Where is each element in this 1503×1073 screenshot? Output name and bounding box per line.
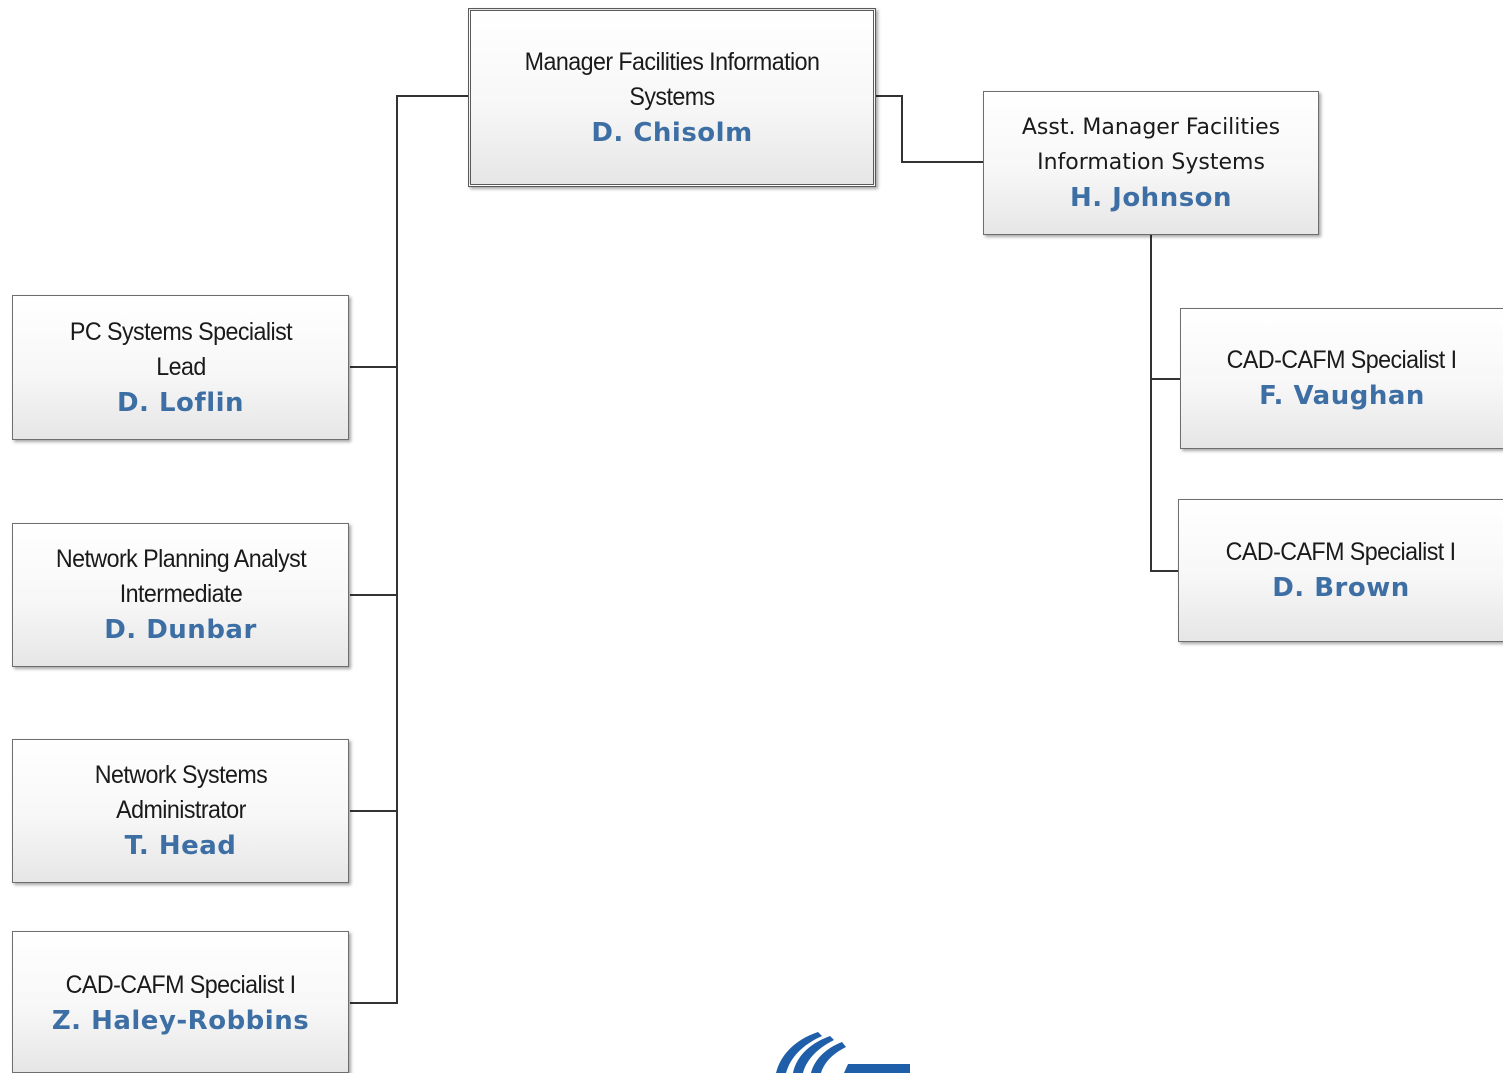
box-name: D. Loflin xyxy=(116,387,245,418)
box-name: H. Johnson xyxy=(1069,183,1233,213)
connector-manager-assistant xyxy=(876,95,983,163)
org-box-left-report-3[interactable]: Network Systems Administrator T. Head xyxy=(12,739,349,883)
org-box-manager[interactable]: Manager Facilities Information Systems D… xyxy=(468,8,876,187)
box-title: Asst. Manager Facilities Information Sys… xyxy=(1021,115,1281,175)
box-title: PC Systems Specialist Lead xyxy=(69,317,292,381)
org-box-left-report-2[interactable]: Network Planning Analyst Intermediate D.… xyxy=(12,523,349,667)
box-title: CAD-CAFM Specialist I xyxy=(1226,538,1456,566)
box-name: D. Chisolm xyxy=(591,117,753,148)
organization-logo-icon xyxy=(776,1032,910,1073)
box-title: Manager Facilities Information Systems xyxy=(524,47,820,111)
box-title: CAD-CAFM Specialist I xyxy=(65,971,296,999)
box-name: D. Dunbar xyxy=(104,615,257,645)
box-title: Network Planning Analyst Intermediate xyxy=(55,545,306,608)
box-name: F. Vaughan xyxy=(1259,381,1425,411)
connector-right-trunk xyxy=(1150,235,1178,572)
org-box-left-report-4[interactable]: CAD-CAFM Specialist I Z. Haley-Robbins xyxy=(12,931,349,1073)
box-name: Z. Haley-Robbins xyxy=(51,1006,310,1036)
box-title: CAD-CAFM Specialist I xyxy=(1227,346,1457,374)
box-name: D. Brown xyxy=(1272,573,1410,603)
org-box-right-report-1[interactable]: CAD-CAFM Specialist I F. Vaughan xyxy=(1180,308,1503,449)
box-name: T. Head xyxy=(124,831,237,861)
org-box-right-report-2[interactable]: CAD-CAFM Specialist I D. Brown xyxy=(1178,499,1503,642)
org-box-assistant-manager[interactable]: Asst. Manager Facilities Information Sys… xyxy=(983,91,1319,235)
connector-manager-left-trunk xyxy=(350,95,470,1004)
box-title: Network Systems Administrator xyxy=(94,761,267,824)
org-box-left-report-1[interactable]: PC Systems Specialist Lead D. Loflin xyxy=(12,295,349,440)
